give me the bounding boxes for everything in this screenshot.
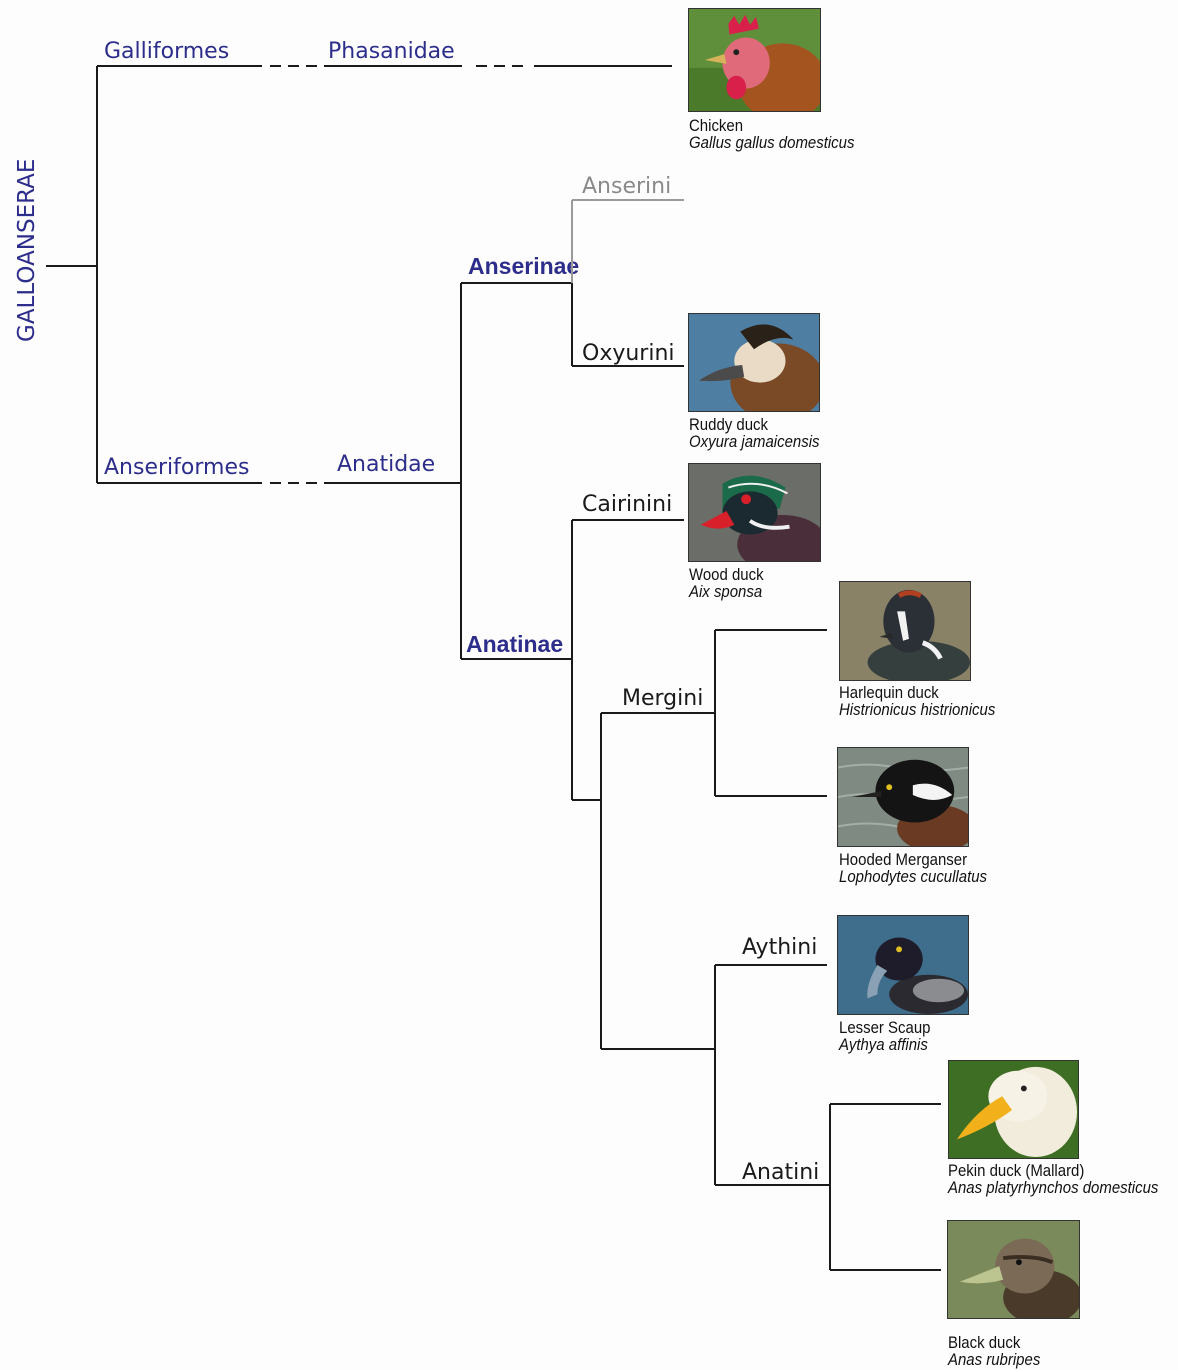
- ruddy-duck-caption: Ruddy duck Oxyura jamaicensis: [689, 416, 820, 450]
- scientific-name: Histrionicus histrionicus: [839, 700, 996, 719]
- anseriformes-label: Anseriformes: [104, 455, 249, 480]
- wood-duck-photo: [688, 463, 821, 562]
- scientific-name: Gallus gallus domesticus: [689, 133, 855, 152]
- wood-duck-caption: Wood duck Aix sponsa: [689, 566, 764, 600]
- galliformes-label: Galliformes: [104, 39, 229, 64]
- common-name: Wood duck: [689, 565, 764, 584]
- common-name: Ruddy duck: [689, 415, 769, 434]
- anatinae-label: Anatinae: [466, 631, 563, 657]
- lesser-scaup-photo: [837, 915, 969, 1015]
- black-duck-photo: [947, 1220, 1080, 1319]
- aythini-label: Aythini: [742, 935, 817, 960]
- cairinini-label: Cairinini: [582, 492, 672, 517]
- chicken-caption: Chicken Gallus gallus domesticus: [689, 117, 854, 151]
- lesser-scaup-caption: Lesser Scaup Aythya affinis: [839, 1019, 930, 1053]
- scientific-name: Anas rubripes: [948, 1350, 1041, 1369]
- scientific-name: Aythya affinis: [839, 1035, 928, 1054]
- harlequin-duck-photo: [839, 581, 971, 681]
- common-name: Harlequin duck: [839, 683, 939, 702]
- oxyurini-label: Oxyurini: [582, 341, 675, 366]
- anserinae-label: Anserinae: [468, 253, 579, 279]
- harlequin-duck-caption: Harlequin duck Histrionicus histrionicus: [839, 684, 995, 718]
- common-name: Lesser Scaup: [839, 1018, 931, 1037]
- scientific-name: Lophodytes cucullatus: [839, 867, 988, 886]
- root-label: GALLOANSERAE: [14, 159, 40, 342]
- mergini-label: Mergini: [622, 686, 703, 711]
- scientific-name: Anas platyrhynchos domesticus: [948, 1178, 1159, 1197]
- ruddy-duck-photo: [688, 313, 820, 412]
- hooded-merganser-photo: [837, 747, 969, 847]
- anserini-label: Anserini: [582, 174, 671, 199]
- hooded-merganser-caption: Hooded Merganser Lophodytes cucullatus: [839, 851, 987, 885]
- pekin-duck-photo: [948, 1060, 1079, 1159]
- anatidae-label: Anatidae: [337, 452, 435, 477]
- pekin-duck-caption: Pekin duck (Mallard) Anas platyrhynchos …: [948, 1162, 1158, 1196]
- anatini-label: Anatini: [742, 1160, 819, 1185]
- chicken-photo: [688, 8, 821, 112]
- common-name: Chicken: [689, 116, 744, 135]
- scientific-name: Aix sponsa: [689, 582, 763, 601]
- common-name: Pekin duck (Mallard): [948, 1161, 1085, 1180]
- scientific-name: Oxyura jamaicensis: [689, 432, 820, 451]
- common-name: Hooded Merganser: [839, 850, 968, 869]
- phasanidae-label: Phasanidae: [328, 39, 455, 64]
- common-name: Black duck: [948, 1333, 1021, 1352]
- black-duck-caption: Black duck Anas rubripes: [948, 1334, 1040, 1368]
